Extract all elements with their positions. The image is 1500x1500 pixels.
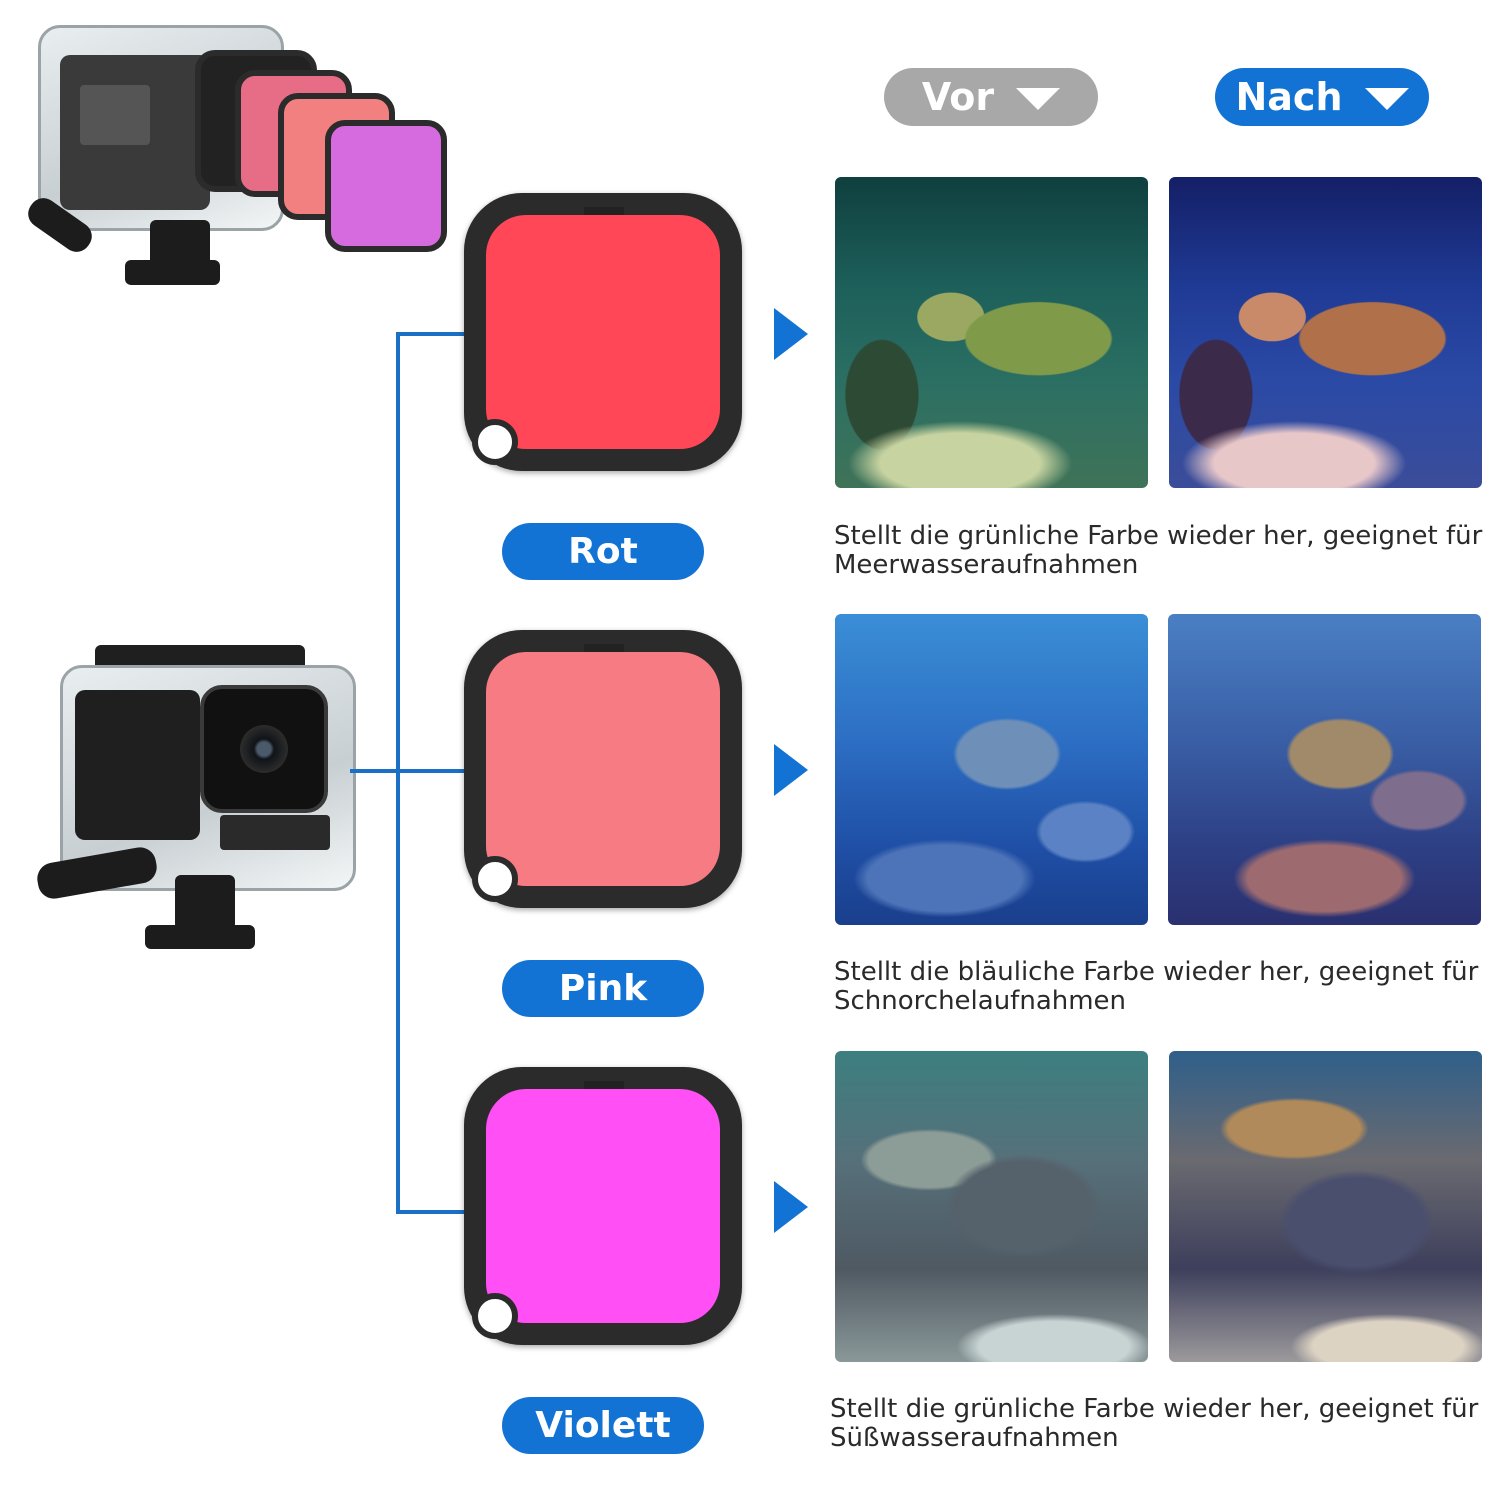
chevron-right-icon (774, 308, 808, 360)
filter-red-description: Stellt die grünliche Farbe wieder her, g… (834, 522, 1494, 580)
photo-before-reef-blue (835, 614, 1148, 925)
chevron-right-icon (774, 744, 808, 796)
connector-middle (350, 769, 464, 773)
filter-tab (472, 856, 518, 902)
description-line: Schnorchelaufnahmen (834, 986, 1127, 1016)
photo-after-reef-blue (1168, 614, 1481, 925)
filter-tab (472, 419, 518, 465)
after-label: Nach (1215, 68, 1429, 126)
connector-bottom (396, 1210, 464, 1214)
connector-top (396, 332, 464, 336)
before-label-text: Vor (921, 75, 995, 119)
description-line: Meerwasseraufnahmen (834, 550, 1139, 580)
connector-vertical (396, 332, 400, 1214)
camera-housing-icon (34, 640, 365, 955)
filter-violet-glass (486, 1089, 720, 1323)
filter-pink-glass (486, 652, 720, 886)
description-line: Süßwasseraufnahmen (830, 1423, 1119, 1453)
description-line: Stellt die bläuliche Farbe wieder her, g… (834, 957, 1479, 987)
filter-tab (472, 1293, 518, 1339)
filter-label-violet: Violett (502, 1397, 704, 1454)
chevron-right-icon (774, 1181, 808, 1233)
filter-violet-description: Stellt die grünliche Farbe wieder her, g… (830, 1395, 1490, 1453)
camera-housing-with-filters-icon (20, 15, 460, 300)
photo-before-turtle (835, 177, 1148, 488)
filter-violet (464, 1067, 742, 1345)
filter-red-glass (486, 215, 720, 449)
photo-after-turtle (1169, 177, 1482, 488)
filter-pink-description: Stellt die bläuliche Farbe wieder her, g… (834, 958, 1494, 1016)
triangle-down-icon (1016, 88, 1061, 110)
photo-after-reef-fresh (1169, 1051, 1482, 1362)
triangle-down-icon (1364, 88, 1409, 110)
description-line: Stellt die grünliche Farbe wieder her, g… (830, 1394, 1479, 1424)
after-label-text: Nach (1235, 75, 1343, 119)
filter-pink (464, 630, 742, 908)
before-label: Vor (884, 68, 1098, 126)
filter-label-pink: Pink (502, 960, 704, 1017)
filter-red (464, 193, 742, 471)
filter-label-red: Rot (502, 523, 704, 580)
photo-before-reef-fresh (835, 1051, 1148, 1362)
description-line: Stellt die grünliche Farbe wieder her, g… (834, 521, 1483, 551)
